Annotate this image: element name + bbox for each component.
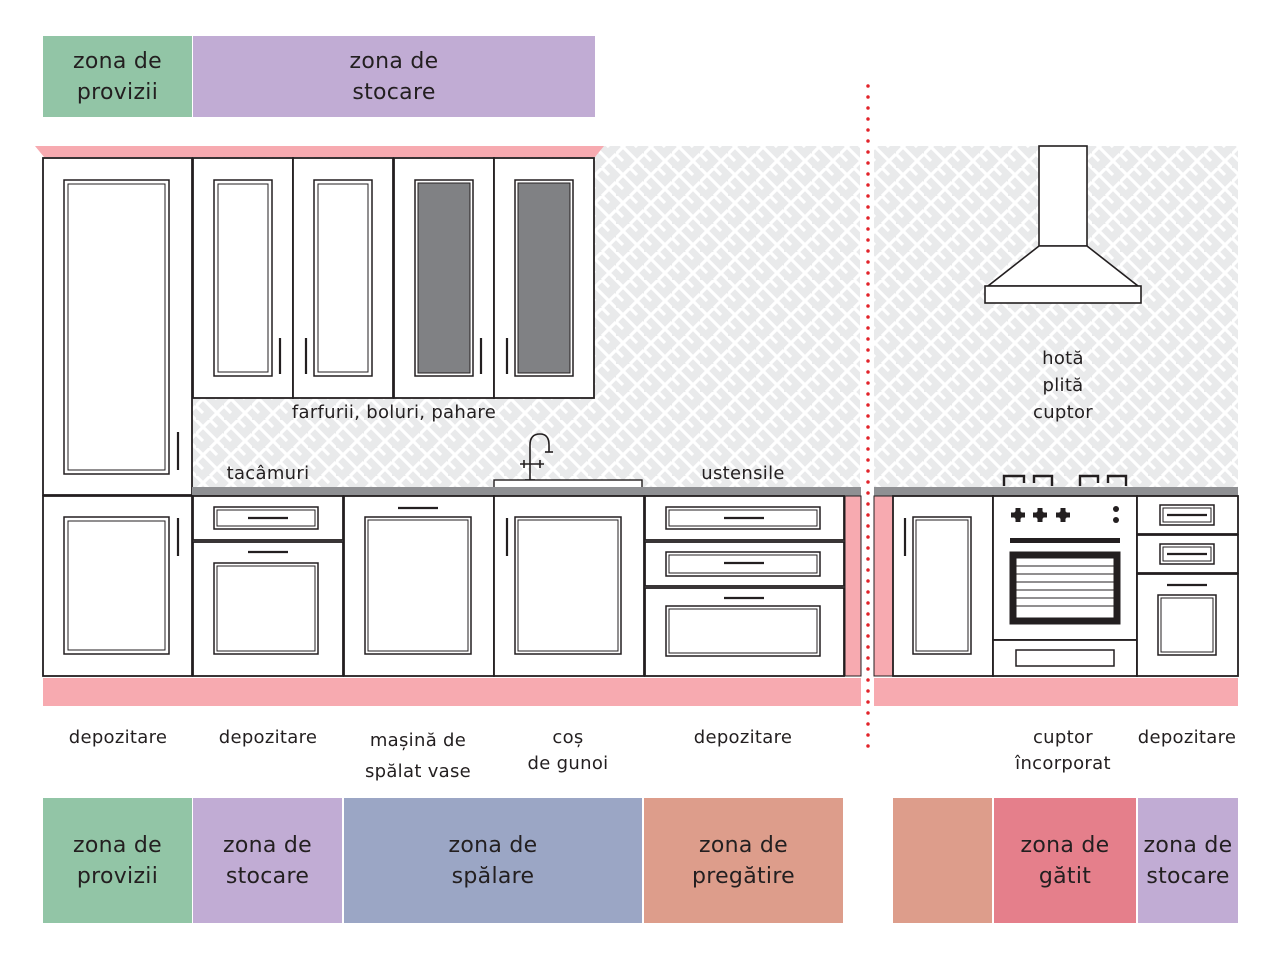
cooktop-text: plită [1042, 375, 1084, 396]
zone-label-line2: provizii [76, 79, 159, 105]
base-label-dishwasher: mașină de spălat vase [365, 725, 471, 787]
upper-cabinets [192, 157, 595, 399]
countertop-right [874, 487, 1238, 496]
bottom-zone-storage-right: zona de stocare [1138, 798, 1238, 923]
base-label-storage: depozitare [219, 725, 318, 751]
base-label-line1: mașină de [369, 730, 467, 751]
oven-handle [1010, 538, 1120, 543]
cooking-appliances-label: hotă plită cuptor [1033, 345, 1093, 426]
base-label-line2: încorporat [1015, 753, 1111, 774]
utensils-text: ustensile [701, 463, 785, 484]
zone-label-line2: stocare [1146, 863, 1230, 889]
base-label-right-storage: depozitare [1138, 725, 1237, 751]
range-hood-icon [984, 145, 1142, 304]
base-label-pantry: depozitare [69, 725, 168, 751]
zone-label-line2: pregătire [691, 863, 796, 889]
oven-text: cuptor [1032, 402, 1094, 423]
bottom-zone-washing: zona de spălare [344, 798, 642, 923]
zone-label-line1: zona de [448, 832, 538, 858]
base-label-line1: depozitare [218, 727, 318, 748]
zone-label-line2: stocare [352, 79, 436, 105]
zone-label-line1: zona de [222, 832, 313, 858]
zone-label-line2: gătit [1038, 863, 1092, 889]
cooktop-grate-icon [1002, 474, 1128, 486]
zone-label-line1: zona de [349, 48, 439, 74]
zone-label-line1: zona de [72, 48, 163, 74]
cutlery-label: tacâmuri [227, 461, 310, 487]
base-label-utensil-storage: depozitare [694, 725, 793, 751]
base-label-line2: spălat vase [364, 761, 472, 782]
upper-cabinets-label: farfurii, boluri, pahare [292, 400, 496, 426]
zone-label-line2: provizii [76, 863, 159, 889]
base-label-built-in-oven: cuptor încorporat [1015, 725, 1111, 777]
base-label-line2: de gunoi [527, 753, 609, 774]
base-cabinets-right [892, 495, 1239, 677]
side-panel-right [873, 495, 894, 677]
base-cabinets-left [42, 495, 845, 677]
cutlery-text: tacâmuri [226, 463, 310, 484]
oven-window-stripes [1016, 565, 1114, 607]
bottom-zone-provisions: zona de provizii [43, 798, 192, 923]
bottom-zone-cooking: zona de gătit [994, 798, 1136, 923]
base-label-line1: depozitare [693, 727, 793, 748]
crown-molding [35, 146, 604, 157]
sink-basin [493, 479, 643, 489]
top-zone-storage: zona de stocare [193, 36, 595, 117]
base-label-line1: depozitare [68, 727, 168, 748]
top-zone-provisions: zona de provizii [43, 36, 192, 117]
zone-label-line2: stocare [225, 863, 310, 889]
oven-knobs-icon [1011, 506, 1119, 523]
base-label-trash: coș de gunoi [528, 725, 609, 777]
zone-label-line1: zona de [698, 832, 789, 858]
zone-label-line1: zona de [1143, 832, 1233, 858]
base-label-line1: coș [552, 727, 584, 748]
zone-label-line1: zona de [1020, 832, 1110, 858]
pantry-cabinet [42, 157, 193, 496]
upper-cabinets-text: farfurii, boluri, pahare [291, 402, 497, 423]
plinth-right [874, 678, 1238, 706]
side-panel-left [844, 495, 862, 677]
countertop-left [192, 487, 861, 496]
zone-label-line1: zona de [72, 832, 163, 858]
bottom-zone-preparation-continued [893, 798, 992, 923]
zone-label-line2: spălare [451, 863, 535, 889]
bottom-zone-storage: zona de stocare [193, 798, 342, 923]
base-label-line1: depozitare [1137, 727, 1237, 748]
bottom-zone-preparation: zona de pregătire [644, 798, 843, 923]
utensils-label: ustensile [701, 461, 784, 487]
plinth-left [43, 678, 861, 706]
hood-text: hotă [1042, 348, 1084, 369]
base-label-line1: cuptor [1032, 727, 1093, 748]
